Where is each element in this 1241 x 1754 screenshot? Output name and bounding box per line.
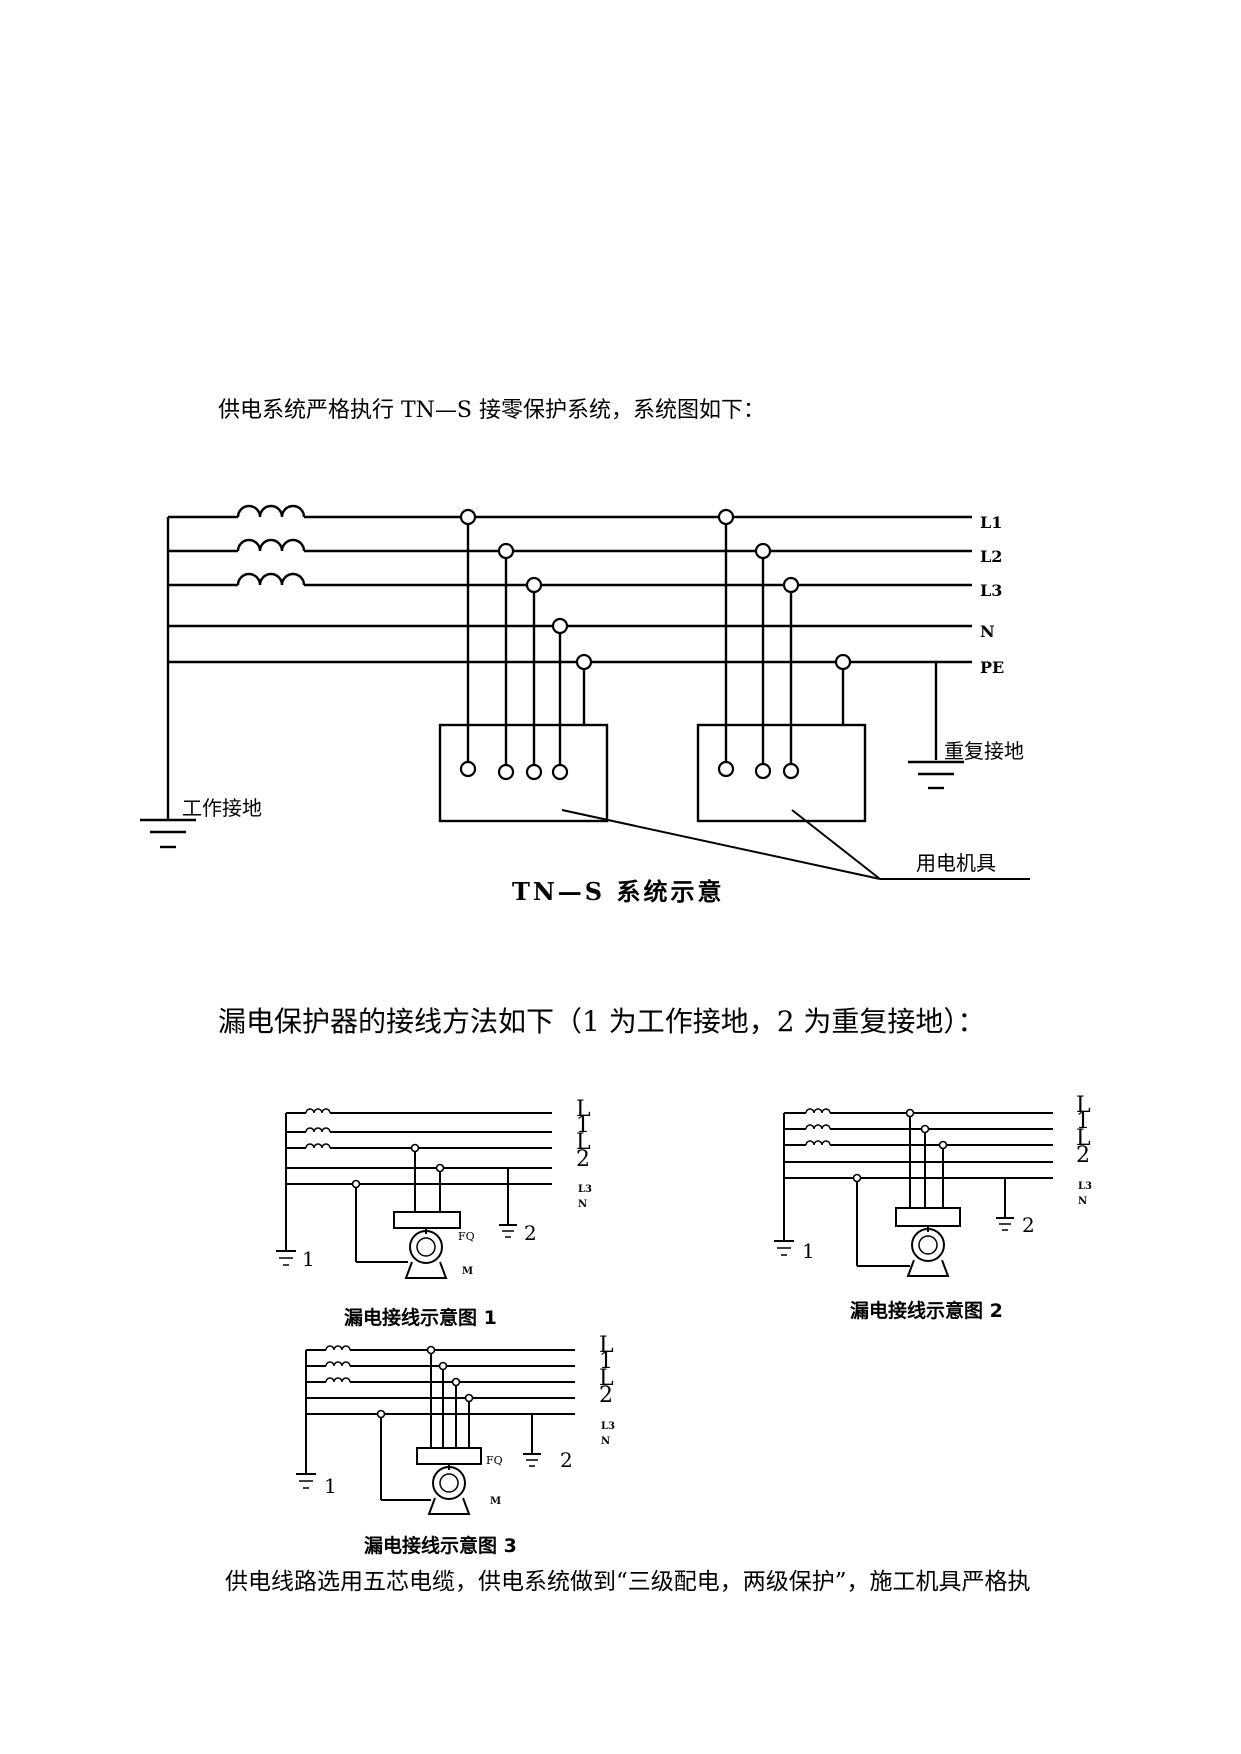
equipment-box-2 xyxy=(696,723,867,823)
right-label: 1 xyxy=(599,1349,613,1374)
line-label-l1: L1 xyxy=(980,513,1002,532)
intro-paragraph: 供电系统严格执行 TN—S 接零保护系统，系统图如下： xyxy=(218,398,765,423)
right-label: 2 xyxy=(1076,1143,1090,1168)
small-label: N xyxy=(1078,1196,1087,1207)
caption-d2: 漏电接线示意图 2 xyxy=(850,1299,1003,1322)
ground-2-label-d1: 2 xyxy=(524,1221,537,1245)
wiring-diagram-2: 1 2 L 1 L 2 L3 N 漏电接线示意图 2 xyxy=(774,1093,1092,1322)
tns-diagram-title: TN—S 系统示意 xyxy=(512,877,724,906)
ground-1-label-d1: 1 xyxy=(302,1247,315,1271)
ground-1-label-d3: 1 xyxy=(324,1474,337,1498)
fq-box-2 xyxy=(895,1207,961,1227)
small-label: L3 xyxy=(578,1184,592,1195)
right-label: L xyxy=(1076,1126,1091,1151)
small-label: L3 xyxy=(601,1421,615,1432)
ground-2-label-d2: 2 xyxy=(1022,1213,1035,1237)
motor-3 xyxy=(432,1466,466,1500)
tns-system-diagram: L1 L2 L3 N PE 工作接地 重复接地 xyxy=(140,504,1030,906)
rcd-paragraph: 漏电保护器的接线方法如下（1 为工作接地，2 为重复接地）： xyxy=(218,1005,986,1038)
right-label: L xyxy=(1076,1093,1091,1118)
line-label-pe: PE xyxy=(980,658,1004,677)
equipment-label: 用电机具 xyxy=(916,851,996,875)
small-label: N xyxy=(578,1199,587,1210)
caption-d3: 漏电接线示意图 3 xyxy=(364,1534,517,1557)
line-label-l2: L2 xyxy=(980,547,1002,566)
right-label: 2 xyxy=(599,1383,613,1408)
work-ground-label: 工作接地 xyxy=(182,796,262,820)
fq-label-d3: FQ xyxy=(486,1454,503,1467)
wiring-diagram-1: 1 2 FQ M L 1 L 2 L3 N 漏电接线示意图 1 xyxy=(276,1097,592,1329)
fq-box-1 xyxy=(393,1211,461,1229)
small-label: N xyxy=(601,1436,610,1447)
line-label-l3: L3 xyxy=(980,581,1002,600)
small-label: L3 xyxy=(1078,1181,1092,1192)
right-label: L xyxy=(599,1366,614,1391)
motor-label-d1: M xyxy=(462,1266,473,1277)
fq-label-d1: FQ xyxy=(458,1230,475,1243)
wiring-diagram-3: 1 2 FQ M L 1 L 2 L3 N 漏电接线示意图 3 xyxy=(296,1333,615,1557)
repeat-ground-label: 重复接地 xyxy=(944,739,1024,763)
motor-1 xyxy=(409,1230,443,1264)
equipment-box-1 xyxy=(438,723,609,823)
cable-paragraph: 供电线路选用五芯电缆，供电系统做到“三级配电，两级保护”，施工机具严格执 xyxy=(225,1569,1031,1595)
right-label: L xyxy=(599,1333,614,1358)
ground-2-label-d3: 2 xyxy=(560,1448,573,1472)
ground-1-label-d2: 1 xyxy=(802,1239,815,1263)
motor-2 xyxy=(911,1228,945,1262)
fq-box-3 xyxy=(416,1447,482,1465)
right-label: 1 xyxy=(576,1113,590,1138)
right-label: 1 xyxy=(1076,1109,1090,1134)
right-label: L xyxy=(576,1097,591,1122)
motor-label-d3: M xyxy=(490,1496,501,1507)
right-label: 2 xyxy=(576,1147,590,1172)
right-label: L xyxy=(576,1130,591,1155)
line-label-n: N xyxy=(980,622,995,641)
caption-d1: 漏电接线示意图 1 xyxy=(344,1306,497,1329)
